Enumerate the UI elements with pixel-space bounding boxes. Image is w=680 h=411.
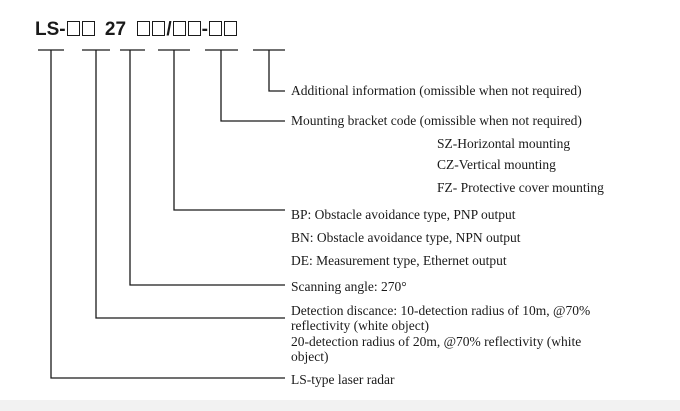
label-mounting: Mounting bracket code (omissible when no…	[291, 113, 582, 128]
model-code: LS- 27 / -	[35, 19, 238, 41]
leader-distance	[95, 50, 285, 319]
label-distance-line-4: object)	[291, 349, 329, 364]
model-prefix: LS-	[35, 19, 66, 40]
label-distance-line-2: reflectivity (white object)	[291, 318, 429, 333]
option-mounting-sz: SZ-Horizontal mounting	[437, 136, 571, 151]
code-box-1	[66, 21, 80, 36]
option-mounting-fz: FZ- Protective cover mounting	[437, 180, 604, 195]
label-type-bp: BP: Obstacle avoidance type, PNP output	[291, 207, 516, 222]
model-code-diagram: LS- 27 / - Additional information (omissi…	[35, 19, 604, 387]
option-type-de: DE: Measurement type, Ethernet output	[291, 253, 507, 268]
code-box-7	[208, 21, 222, 36]
leader-angle	[129, 50, 285, 286]
leader-additional	[268, 50, 285, 92]
option-mounting-cz: CZ-Vertical mounting	[437, 157, 556, 172]
leader-lines	[38, 49, 285, 379]
label-series: LS-type laser radar	[291, 372, 395, 387]
code-box-4	[152, 21, 166, 36]
model-angle-code: 27	[104, 19, 127, 40]
leader-type	[173, 50, 285, 211]
code-box-5	[172, 21, 186, 36]
option-type-bn: BN: Obstacle avoidance type, NPN output	[291, 230, 521, 245]
code-box-3	[137, 21, 151, 36]
model-slash: /	[166, 19, 172, 40]
model-dash: -	[201, 19, 208, 40]
code-box-6	[187, 21, 201, 36]
footer-strip	[0, 400, 680, 411]
label-additional: Additional information (omissible when n…	[291, 83, 582, 98]
label-distance-line-3: 20-detection radius of 20m, @70% reflect…	[291, 334, 582, 349]
leader-series	[50, 50, 285, 379]
leader-mounting	[220, 50, 285, 122]
code-box-8	[223, 21, 237, 36]
code-box-2	[81, 21, 95, 36]
label-distance-line-1: Detection discance: 10-detection radius …	[291, 303, 591, 318]
label-angle: Scanning angle: 270°	[291, 279, 407, 294]
